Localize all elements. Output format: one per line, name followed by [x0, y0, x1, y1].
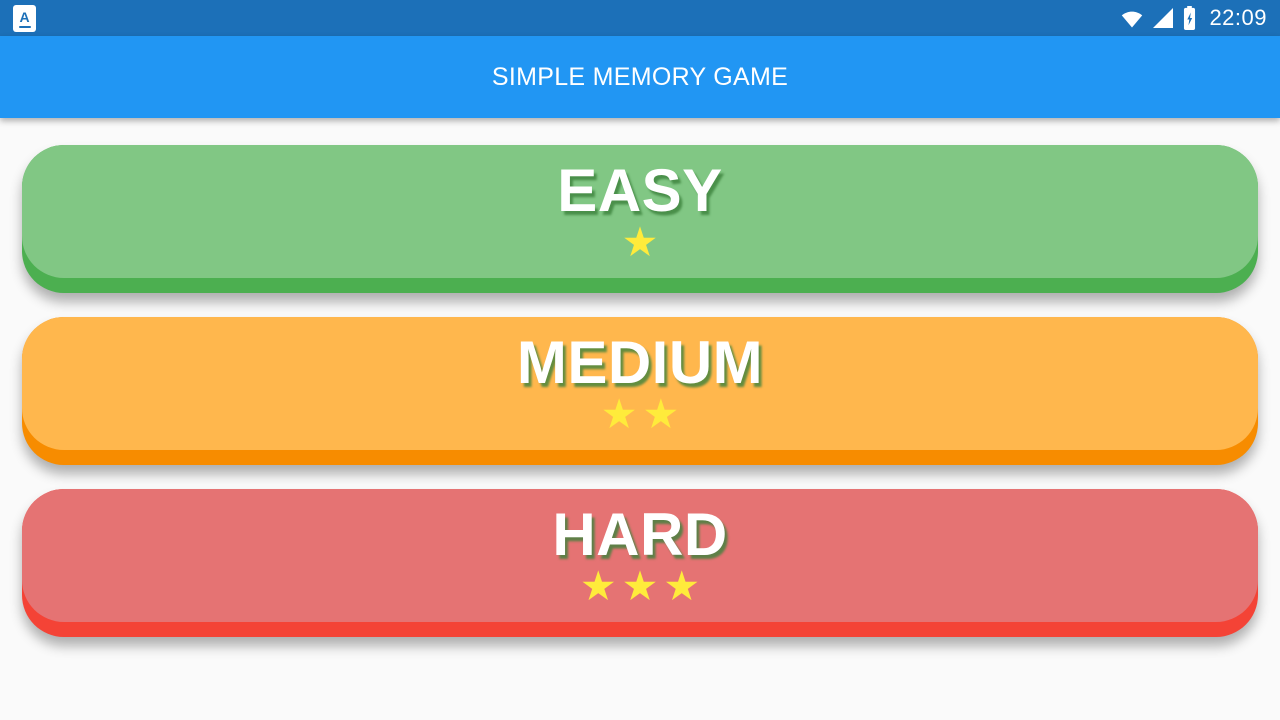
page-title: SIMPLE MEMORY GAME: [491, 62, 789, 91]
battery-charging-icon: [1182, 6, 1197, 30]
status-bar: A 22:09: [0, 0, 1280, 36]
difficulty-button-easy[interactable]: EASY ★: [22, 145, 1258, 293]
difficulty-button-face: MEDIUM ★★: [22, 317, 1258, 450]
difficulty-label: EASY: [557, 156, 723, 224]
difficulty-label: MEDIUM: [516, 328, 764, 396]
difficulty-menu: EASY ★ MEDIUM ★★ HARD ★★★: [0, 118, 1280, 637]
difficulty-button-face: HARD ★★★: [22, 489, 1258, 622]
difficulty-button-hard[interactable]: HARD ★★★: [22, 489, 1258, 637]
star-rating-icons: ★★★: [579, 562, 706, 609]
star-rating-icons: ★★: [600, 390, 685, 437]
star-rating-icons: ★: [621, 218, 664, 265]
difficulty-button-face: EASY ★: [22, 145, 1258, 278]
app-notification-icon: A: [13, 5, 36, 32]
difficulty-label: HARD: [552, 500, 728, 568]
cellular-signal-icon: [1151, 6, 1175, 30]
difficulty-button-medium[interactable]: MEDIUM ★★: [22, 317, 1258, 465]
notification-icon-subtext: [18, 25, 31, 28]
status-bar-clock: 22:09: [1209, 5, 1267, 30]
notification-icon-letter: A: [19, 8, 30, 25]
app-bar: SIMPLE MEMORY GAME: [0, 36, 1280, 118]
wifi-icon: [1120, 6, 1144, 30]
